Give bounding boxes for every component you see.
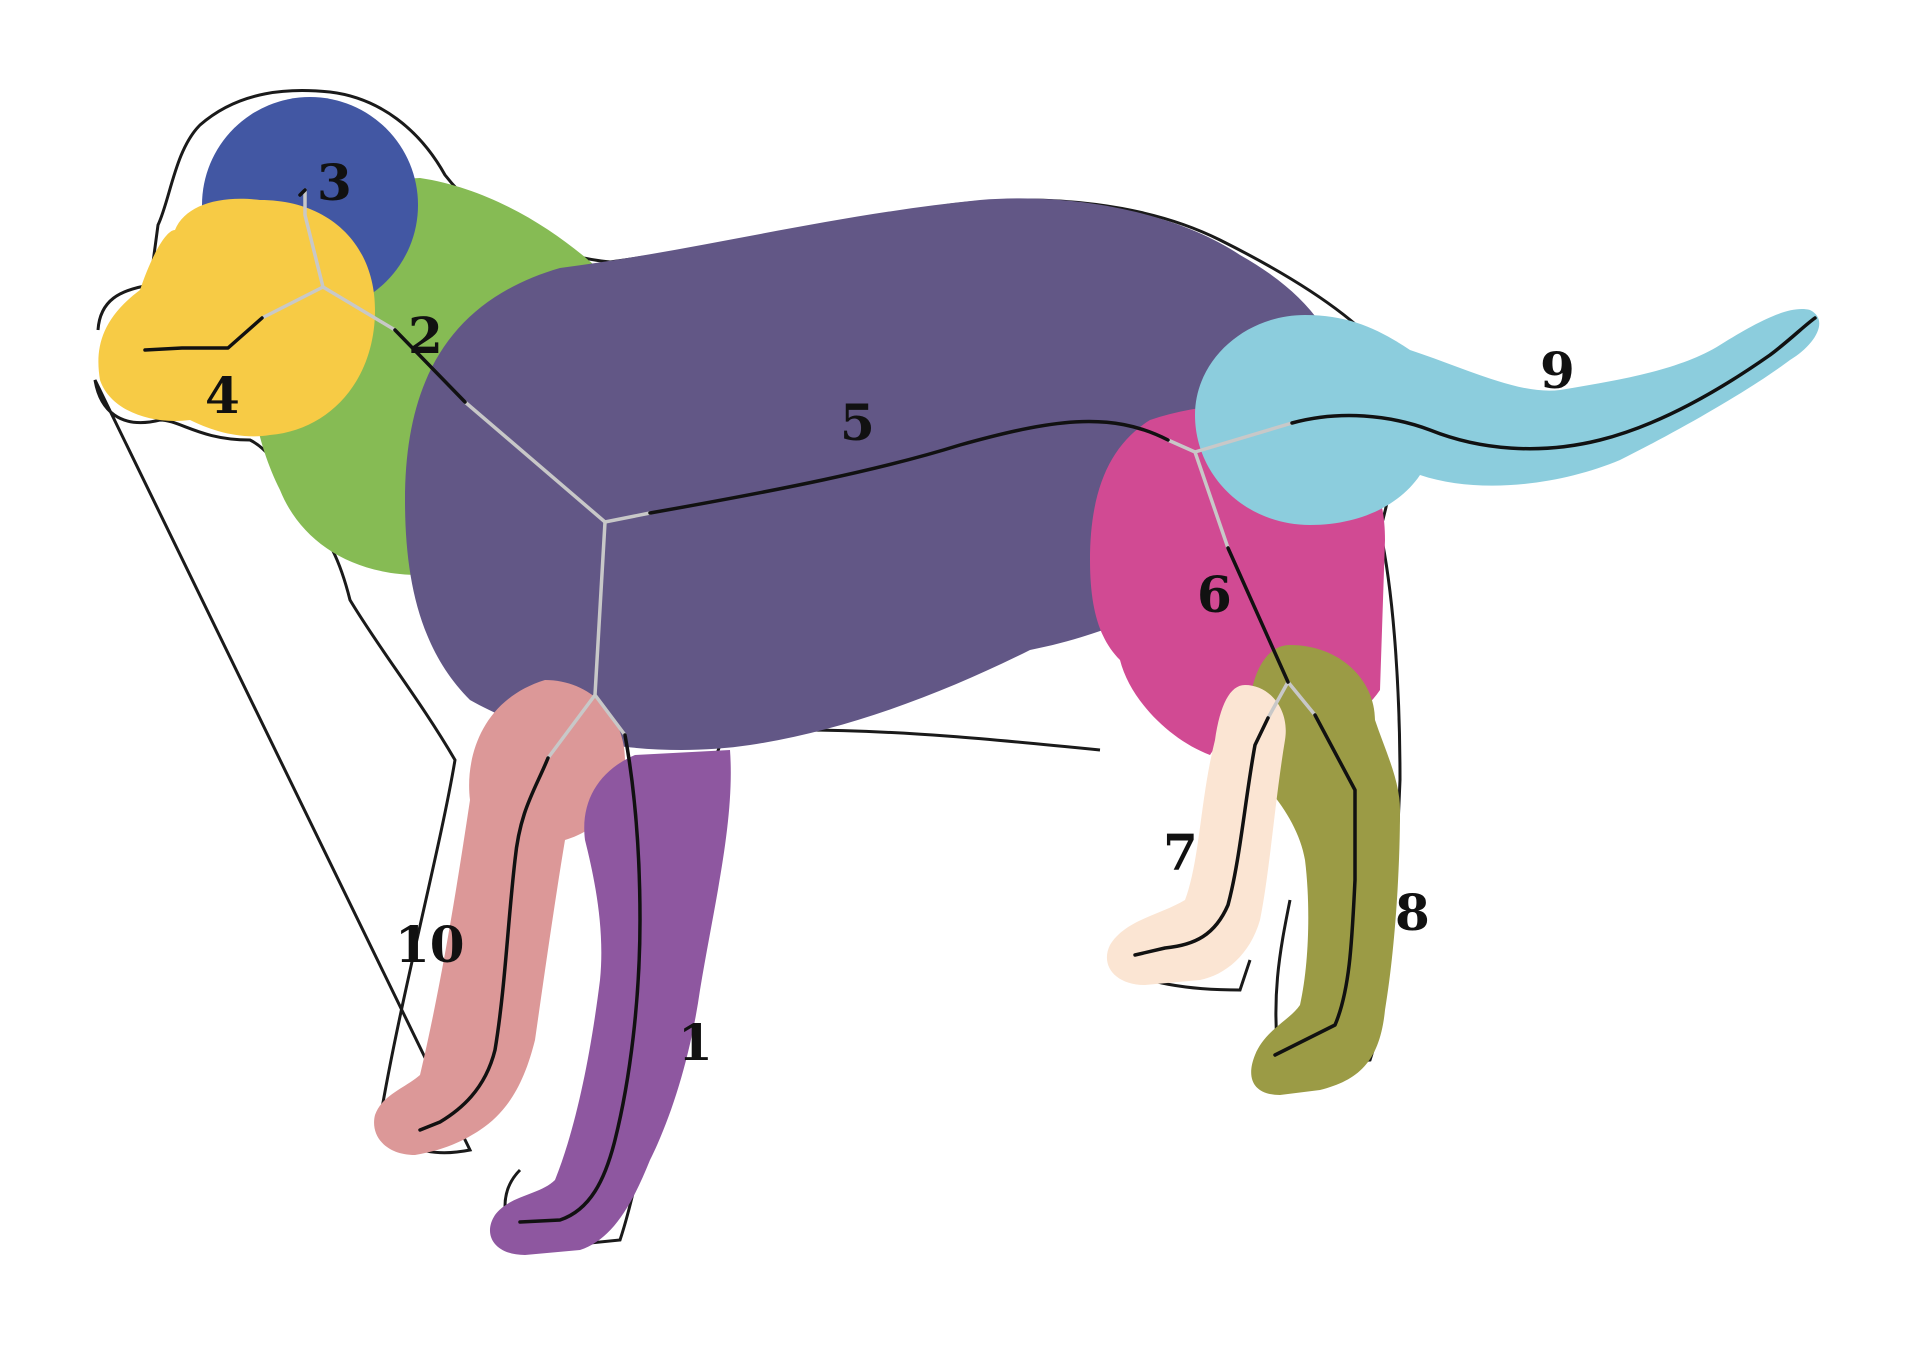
segment-9-tail — [1195, 309, 1820, 525]
bone-line-6 — [1226, 546, 1290, 684]
segment-10-front-left-leg — [374, 680, 625, 1155]
bone-line-10 — [418, 756, 550, 1132]
segment-4-snout — [98, 198, 376, 437]
bone-line-7 — [1133, 716, 1270, 957]
label-segment-6: 6 — [1197, 565, 1232, 624]
segment-1-front-right-leg — [489, 750, 731, 1255]
joint-line-hind-knee — [1266, 680, 1317, 720]
label-segment-9: 9 — [1540, 341, 1575, 400]
label-segment-3: 3 — [317, 153, 352, 212]
bone-line-3 — [298, 188, 307, 197]
label-segment-8: 8 — [1395, 883, 1430, 942]
bone-line-8 — [1273, 713, 1357, 1057]
joint-line-front-shoulder — [546, 520, 627, 760]
label-segment-7: 7 — [1163, 823, 1198, 882]
segment-8-hind-right-leg — [1244, 645, 1400, 1095]
bone-line-2 — [393, 328, 467, 404]
bone-line-1 — [518, 733, 642, 1224]
label-segment-1: 1 — [678, 1013, 713, 1072]
label-segment-10: 10 — [395, 915, 465, 974]
bone-line-4 — [143, 316, 264, 352]
bone-line-5 — [648, 419, 1170, 515]
segment-labels: 1 2 3 4 5 6 7 8 9 10 — [205, 153, 1575, 1072]
label-segment-2: 2 — [408, 306, 443, 365]
skeleton-joints — [260, 188, 1317, 760]
skeleton-bones — [143, 188, 1817, 1224]
label-segment-4: 4 — [205, 366, 240, 425]
joint-line-head — [260, 188, 397, 332]
bone-line-9 — [1290, 316, 1817, 451]
segment-7-hind-left-leg — [1106, 685, 1286, 985]
joint-line-hip — [1166, 421, 1294, 550]
label-segment-5: 5 — [840, 393, 875, 452]
